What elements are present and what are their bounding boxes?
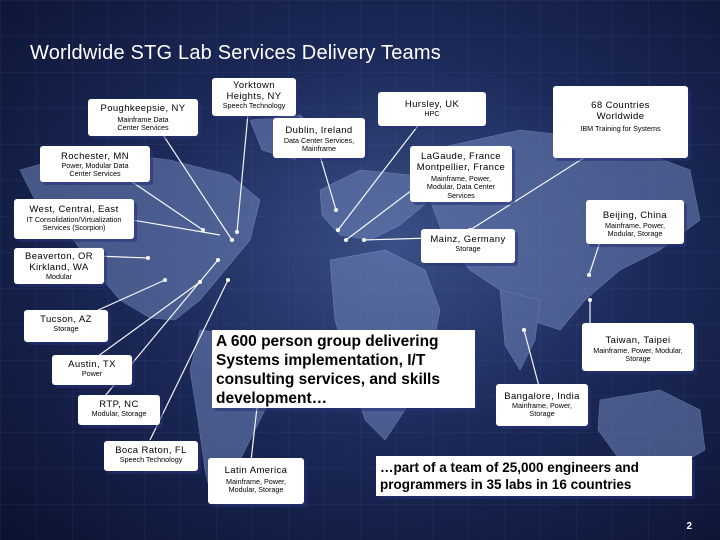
location-name: Yorktown Heights, NY [226, 80, 282, 102]
group-callout: A 600 person group delivering Systems im… [212, 330, 475, 408]
location-68-countries: 68 Countries Worldwide IBM Training for … [553, 86, 688, 158]
location-rochester: Rochester, MN Power, Modular Data Center… [40, 146, 150, 182]
location-desc: Speech Technology [222, 101, 286, 110]
location-poughkeepsie: Poughkeepsie, NY Mainframe Data Center S… [88, 99, 198, 136]
location-name: Tucson, AZ [40, 314, 92, 325]
location-name: Bangalore, India [504, 391, 580, 402]
location-name: Mainz, Germany [430, 234, 506, 245]
location-desc: Mainframe, Power, Modular, Storage [593, 346, 683, 364]
location-boca-raton: Boca Raton, FL Speech Technology [104, 441, 198, 471]
location-desc: Mainframe, Power, Modular, Data Center S… [426, 174, 496, 200]
location-name: Rochester, MN [60, 151, 130, 162]
location-name: RTP, NC [99, 399, 139, 410]
location-dublin: Dublin, Ireland Data Center Services, Ma… [273, 118, 365, 158]
location-name: Austin, TX [68, 359, 116, 370]
location-west-central-east: West, Central, East IT Consolidation/Vir… [14, 199, 134, 239]
location-name: Taiwan, Taipei [605, 335, 671, 346]
location-desc: Mainframe, Power, Modular, Storage [605, 221, 665, 239]
location-taiwan: Taiwan, Taipei Mainframe, Power, Modular… [582, 323, 694, 371]
location-tucson: Tucson, AZ Storage [24, 310, 108, 342]
location-desc: Storage [53, 324, 79, 333]
location-desc: Modular, Storage [91, 409, 147, 418]
page-number: 2 [686, 521, 692, 532]
location-desc: Power [81, 369, 103, 378]
location-hursley: Hursley, UK HPC [378, 92, 486, 126]
location-desc: Mainframe, Power, Storage [512, 401, 572, 419]
location-rtp: RTP, NC Modular, Storage [78, 395, 160, 425]
location-name: Boca Raton, FL [115, 445, 187, 456]
location-name: Latin America [224, 465, 288, 476]
location-lagaude: LaGaude, France Montpellier, France Main… [410, 146, 512, 202]
location-bangalore: Bangalore, India Mainframe, Power, Stora… [496, 384, 588, 426]
location-mainz: Mainz, Germany Storage [421, 229, 515, 263]
location-desc: IBM Training for Systems [580, 124, 661, 133]
location-name: 68 Countries Worldwide [591, 100, 650, 122]
location-austin: Austin, TX Power [52, 355, 132, 385]
location-desc: Modular [46, 272, 72, 281]
location-yorktown: Yorktown Heights, NY Speech Technology [212, 78, 296, 116]
location-latin-america: Latin America Mainframe, Power, Modular,… [208, 458, 304, 504]
location-name: Dublin, Ireland [285, 125, 353, 136]
location-desc: Power, Modular Data Center Services [61, 161, 129, 179]
location-name: Beaverton, OR Kirkland, WA [24, 251, 94, 273]
location-desc: Mainframe Data Center Services [117, 115, 169, 133]
location-name: Beijing, China [602, 210, 668, 221]
location-desc: HPC [424, 109, 440, 118]
location-desc: Data Center Services, Mainframe [283, 136, 355, 154]
team-callout: …part of a team of 25,000 engineers and … [376, 456, 692, 496]
location-desc: Mainframe, Power, Modular, Storage [226, 477, 286, 495]
location-name: West, Central, East [29, 204, 119, 215]
location-desc: IT Consolidation/Virtualization Services… [26, 215, 122, 233]
location-name: Poughkeepsie, NY [100, 103, 186, 114]
location-name: LaGaude, France Montpellier, France [416, 151, 506, 173]
location-beijing: Beijing, China Mainframe, Power, Modular… [586, 200, 684, 244]
location-desc: Speech Technology [119, 455, 183, 464]
slide-title: Worldwide STG Lab Services Delivery Team… [30, 42, 441, 64]
location-desc: Storage [455, 244, 481, 253]
location-beaverton: Beaverton, OR Kirkland, WA Modular [14, 248, 104, 284]
location-name: Hursley, UK [404, 99, 460, 110]
